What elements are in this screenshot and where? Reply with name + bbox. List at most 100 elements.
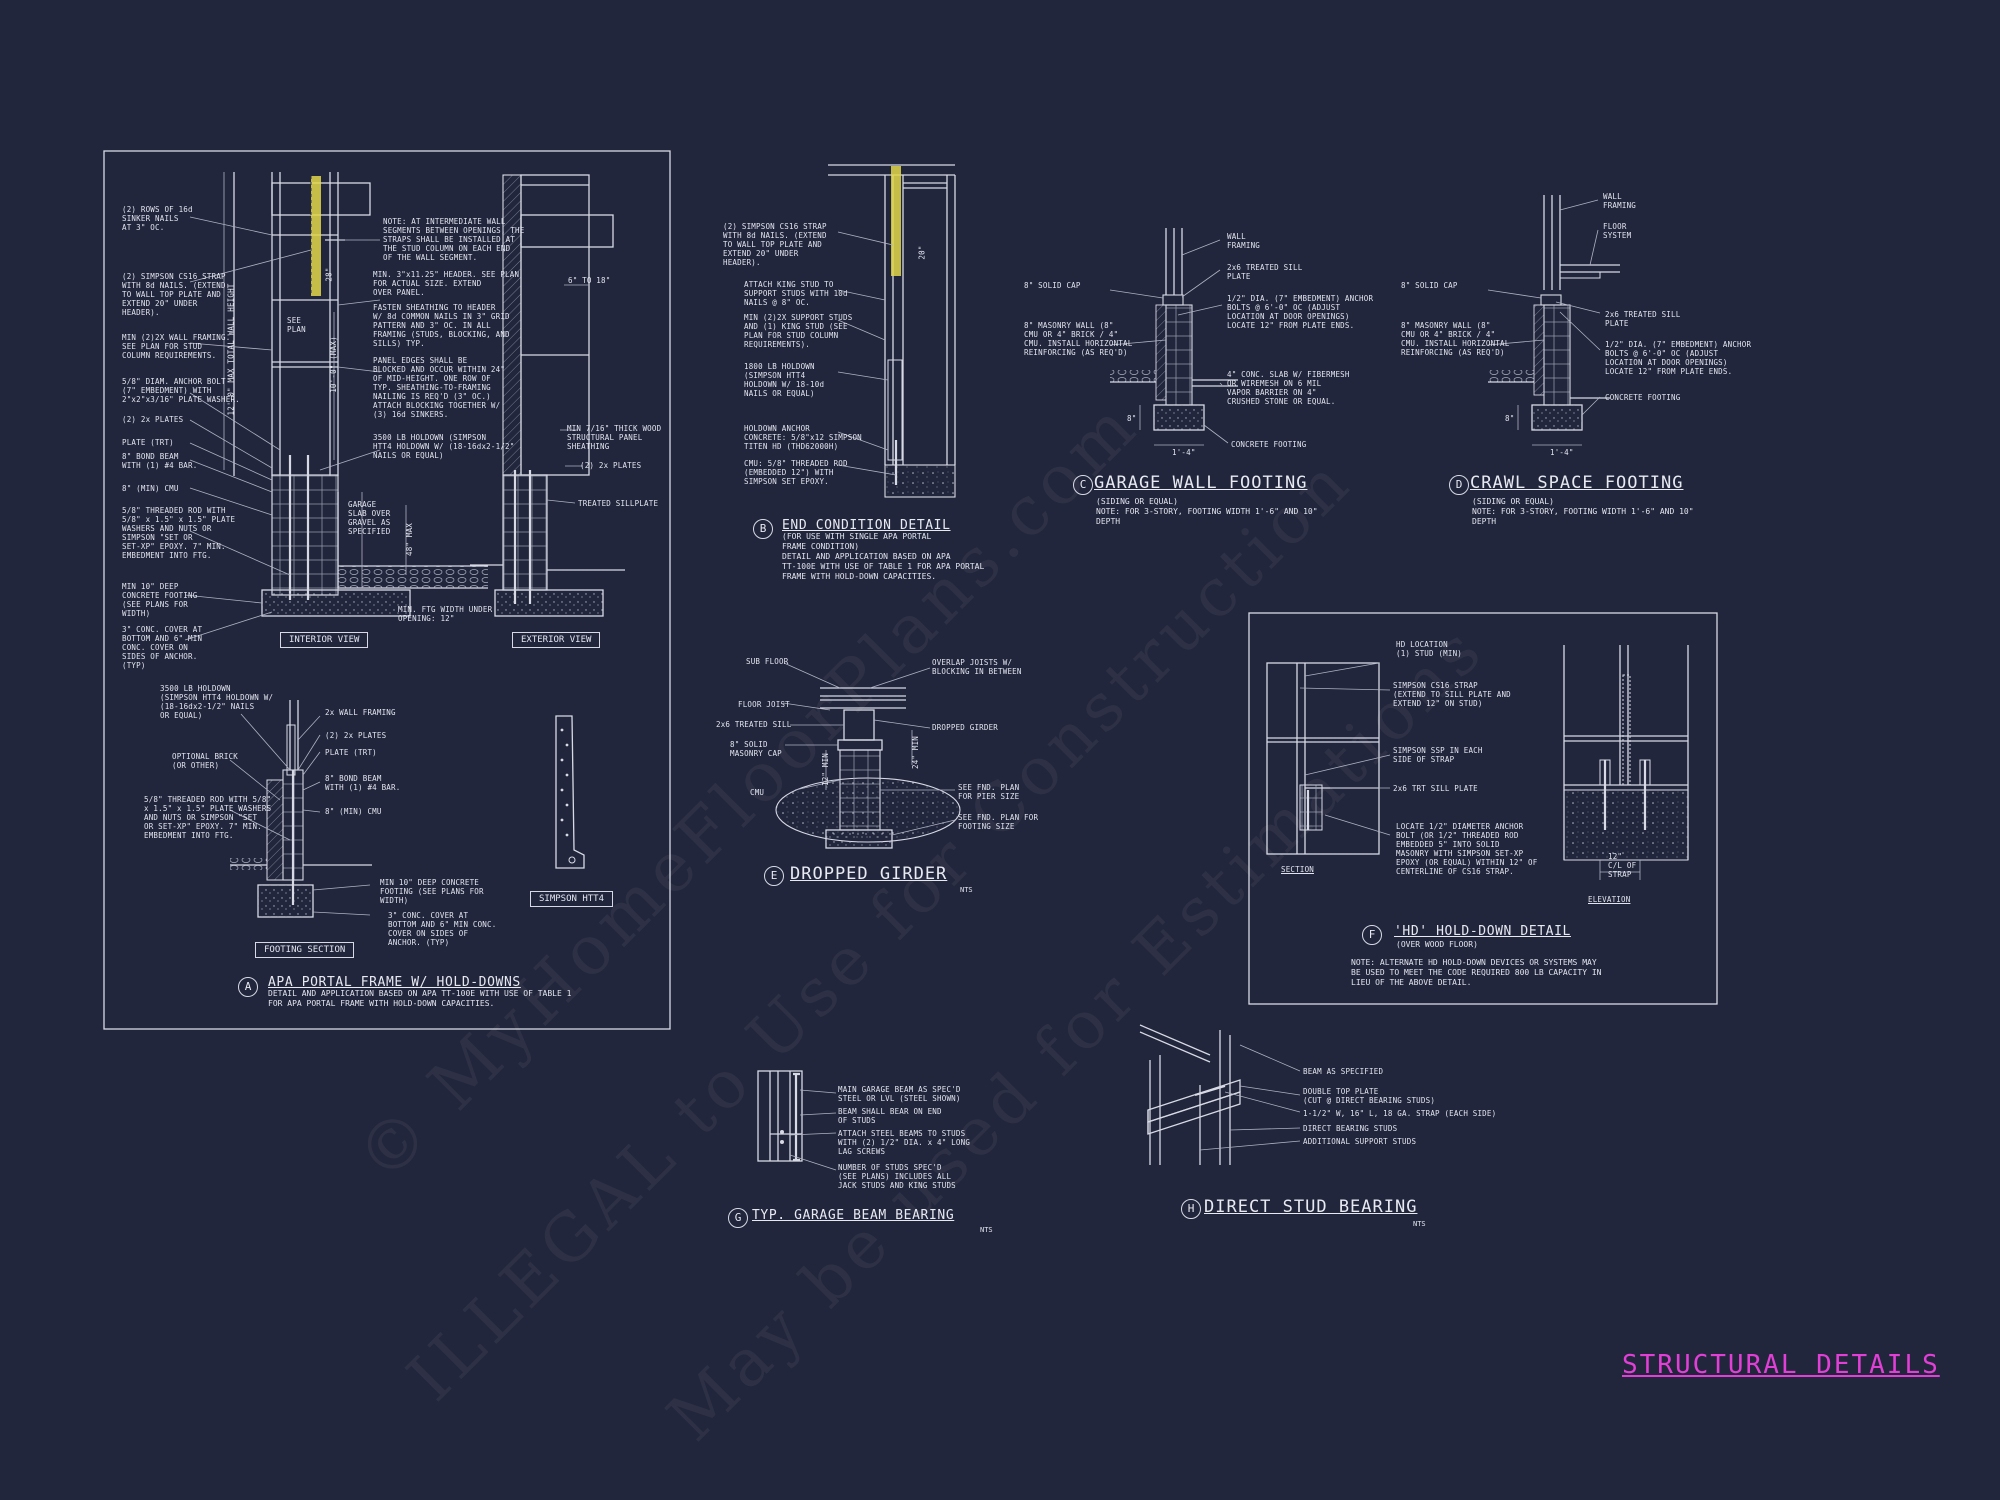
note-panel-edges: PANEL EDGES SHALL BE BLOCKED AND OCCUR W… bbox=[373, 356, 506, 419]
title-detail-g: TYP. GARAGE BEAM BEARING bbox=[752, 1208, 955, 1223]
note-b-king-stud: ATTACH KING STUD TO SUPPORT STUDS WITH 1… bbox=[744, 280, 848, 307]
note-sinker-nails: (2) ROWS OF 16d SINKER NAILS AT 3" OC. bbox=[122, 205, 193, 232]
note-wall-framing: MIN (2)2X WALL FRAMING. SEE PLAN FOR STU… bbox=[122, 333, 231, 360]
dim-c-depth: 8" bbox=[1127, 414, 1137, 423]
note-plate-trt: PLATE (TRT) bbox=[122, 438, 174, 447]
note-see-plan: SEE PLAN bbox=[287, 316, 306, 334]
note-f-hd-location: HD LOCATION (1) STUD (MIN) bbox=[1396, 640, 1463, 658]
note-c-treated-sill: 2x6 TREATED SILL PLATE bbox=[1227, 263, 1303, 281]
note-threaded-rod-fs: 5/8" THREADED ROD WITH 5/8" x 1.5" x 1.5… bbox=[144, 795, 272, 840]
note-header: MIN. 3"x11.25" HEADER. SEE PLAN FOR ACTU… bbox=[373, 270, 520, 297]
note-g-studs: NUMBER OF STUDS SPEC'D (SEE PLANS) INCLU… bbox=[838, 1163, 956, 1190]
note-intermediate: NOTE: AT INTERMEDIATE WALL SEGMENTS BETW… bbox=[383, 217, 525, 262]
title-detail-b: END CONDITION DETAIL bbox=[782, 518, 951, 533]
nts-detail-h: NTS bbox=[1413, 1220, 1426, 1228]
bubble-h: H bbox=[1181, 1199, 1201, 1219]
detail-b-drawing bbox=[828, 164, 956, 498]
note-d-floor-system: FLOOR SYSTEM bbox=[1603, 222, 1632, 240]
note-c-slab: 4" CONC. SLAB W/ FIBERMESH OR WIREMESH O… bbox=[1227, 370, 1350, 406]
label-simpson-htt4: SIMPSON HTT4 bbox=[530, 891, 614, 907]
note-b-strap: (2) SIMPSON CS16 STRAP WITH 8d NAILS. (E… bbox=[723, 222, 827, 267]
note-f-anchor: LOCATE 1/2" DIAMETER ANCHOR BOLT (OR 1/2… bbox=[1396, 822, 1538, 876]
note-6-to-18: 6" TO 18" bbox=[568, 276, 611, 285]
note-c-anchor: 1/2" DIA. (7" EMBEDMENT) ANCHOR BOLTS @ … bbox=[1227, 294, 1374, 330]
note-e-solid-cap: 8" SOLID MASONRY CAP bbox=[730, 740, 782, 758]
note-e-cmu: CMU bbox=[750, 788, 765, 797]
label-footing-section: FOOTING SECTION bbox=[255, 942, 355, 958]
detail-d-drawing bbox=[1487, 195, 1620, 446]
dim-e-12: 12" MIN bbox=[821, 752, 831, 787]
note-h-additional: ADDITIONAL SUPPORT STUDS bbox=[1303, 1137, 1417, 1146]
note-threaded-rod: 5/8" THREADED ROD WITH 5/8" x 1.5" x 1.5… bbox=[122, 506, 236, 560]
dim-28: 28" bbox=[324, 267, 334, 282]
title-detail-c: GARAGE WALL FOOTING bbox=[1094, 473, 1308, 493]
note-f-strap: SIMPSON CS16 STRAP (EXTEND TO SILL PLATE… bbox=[1393, 681, 1511, 708]
simpson-htt4-drawing bbox=[555, 715, 585, 869]
note-g-attach: ATTACH STEEL BEAMS TO STUDS WITH (2) 1/2… bbox=[838, 1129, 971, 1156]
note-footing-fs: MIN 10" DEEP CONCRETE FOOTING (SEE PLANS… bbox=[380, 878, 484, 905]
note-h-top-plate: DOUBLE TOP PLATE (CUT @ DIRECT BEARING S… bbox=[1303, 1087, 1436, 1105]
note-plates-2x: (2) 2x PLATES bbox=[122, 415, 184, 424]
title-detail-f: 'HD' HOLD-DOWN DETAIL bbox=[1394, 924, 1571, 939]
note-d-footing: CONCRETE FOOTING bbox=[1605, 393, 1681, 402]
note-structural-panel: MIN 7/16" THICK WOOD STRUCTURAL PANEL SH… bbox=[567, 424, 662, 451]
note-b-anchor: HOLDOWN ANCHOR CONCRETE: 5/8"x12 SIMPSON… bbox=[744, 424, 862, 451]
note-bond-beam: 8" BOND BEAM WITH (1) #4 BAR. bbox=[122, 452, 198, 470]
bubble-a: A bbox=[238, 977, 258, 997]
note-b-holdown: 1800 LB HOLDOWN (SIMPSON HTT4 HOLDOWN W/… bbox=[744, 362, 825, 398]
nts-detail-g: NTS bbox=[980, 1226, 993, 1234]
dim-d-width: 1'-4" bbox=[1550, 448, 1574, 457]
dim-48-max: 48" MAX bbox=[405, 522, 415, 557]
detail-a-border bbox=[103, 150, 671, 1030]
note-anchor-bolt: 5/8" DIAM. ANCHOR BOLT (7" EMBEDMENT) WI… bbox=[122, 377, 240, 404]
note-c-footing: CONCRETE FOOTING bbox=[1231, 440, 1307, 449]
note-h-strap: 1-1/2" W, 16" L, 18 GA. STRAP (EACH SIDE… bbox=[1303, 1109, 1497, 1118]
note-e-dropped-girder: DROPPED GIRDER bbox=[932, 723, 999, 732]
subtitle-detail-a: DETAIL AND APPLICATION BASED ON APA TT-1… bbox=[268, 989, 572, 1008]
title-detail-e: DROPPED GIRDER bbox=[790, 864, 948, 884]
note-f-sill: 2x6 TRT SILL PLATE bbox=[1393, 784, 1478, 793]
title-detail-h: DIRECT STUD BEARING bbox=[1204, 1197, 1418, 1217]
note-wall-framing-2x: 2x WALL FRAMING bbox=[325, 708, 396, 717]
bubble-e: E bbox=[764, 866, 784, 886]
subtitle-detail-b: (FOR USE WITH SINGLE APA PORTAL FRAME CO… bbox=[782, 532, 985, 581]
sheet-title: STRUCTURAL DETAILS bbox=[1622, 1350, 1940, 1380]
dim-c-width: 1'-4" bbox=[1172, 448, 1196, 457]
note-c-solid-cap: 8" SOLID CAP bbox=[1024, 281, 1081, 290]
note-e-overlap: OVERLAP JOISTS W/ BLOCKING IN BETWEEN bbox=[932, 658, 1022, 676]
detail-a-interior-view-drawing bbox=[184, 172, 488, 641]
bubble-c: C bbox=[1073, 475, 1093, 495]
note-cover-fs: 3" CONC. COVER AT BOTTOM AND 6" MIN CONC… bbox=[388, 911, 497, 947]
note-g-bear: BEAM SHALL BEAR ON END OF STUDS bbox=[838, 1107, 942, 1125]
note-cs16-strap: (2) SIMPSON CS16 STRAP WITH 8d NAILS. (E… bbox=[122, 272, 226, 317]
note-detail-f: NOTE: ALTERNATE HD HOLD-DOWN DEVICES OR … bbox=[1351, 958, 1602, 987]
label-interior-view: INTERIOR VIEW bbox=[280, 632, 369, 648]
detail-a-footing-section-drawing bbox=[229, 700, 372, 918]
label-f-section: SECTION bbox=[1281, 865, 1315, 874]
subtitle-detail-c: (SIDING OR EQUAL) NOTE: FOR 3-STORY, FOO… bbox=[1096, 497, 1318, 526]
note-c-masonry-wall: 8" MASONRY WALL (8" CMU OR 4" BRICK / 4"… bbox=[1024, 321, 1133, 357]
dim-e-24: 24" MIN bbox=[911, 735, 921, 770]
note-e-floor-joist: FLOOR JOIST bbox=[738, 700, 790, 709]
note-conc-cover: 3" CONC. COVER AT BOTTOM AND 6" MIN CONC… bbox=[122, 625, 203, 670]
note-min-cmu-fs: 8" (MIN) CMU bbox=[325, 807, 382, 816]
detail-a-exterior-view-drawing bbox=[470, 174, 625, 617]
cs16-strap-yellow bbox=[311, 176, 321, 296]
note-h-beam: BEAM AS SPECIFIED bbox=[1303, 1067, 1384, 1076]
note-f-cl-strap: 12" C/L OF STRAP bbox=[1608, 852, 1637, 879]
dim-d-depth: 8" bbox=[1505, 414, 1515, 423]
note-plates-2x-fs: (2) 2x PLATES bbox=[325, 731, 387, 740]
note-e-sub-floor: SUB FLOOR bbox=[746, 657, 789, 666]
note-g-main-beam: MAIN GARAGE BEAM AS SPEC'D STEEL OR LVL … bbox=[838, 1085, 961, 1103]
subtitle-detail-f: (OVER WOOD FLOOR) bbox=[1396, 940, 1478, 949]
note-bond-beam-fs: 8" BOND BEAM WITH (1) #4 BAR. bbox=[325, 774, 401, 792]
note-d-treated-sill: 2x6 TREATED SILL PLATE bbox=[1605, 310, 1681, 328]
detail-c-drawing bbox=[1109, 228, 1238, 446]
detail-g-drawing bbox=[757, 1070, 837, 1171]
dim-total-height: 12'-0" MAX TOTAL WALL HEIGHT bbox=[226, 283, 236, 416]
bubble-g: G bbox=[728, 1208, 748, 1228]
dim-b-20: 20" bbox=[917, 245, 927, 260]
title-detail-a: APA PORTAL FRAME W/ HOLD-DOWNS bbox=[268, 975, 521, 990]
note-d-masonry-wall: 8" MASONRY WALL (8" CMU OR 4" BRICK / 4"… bbox=[1401, 321, 1510, 357]
bubble-b: B bbox=[753, 519, 773, 539]
